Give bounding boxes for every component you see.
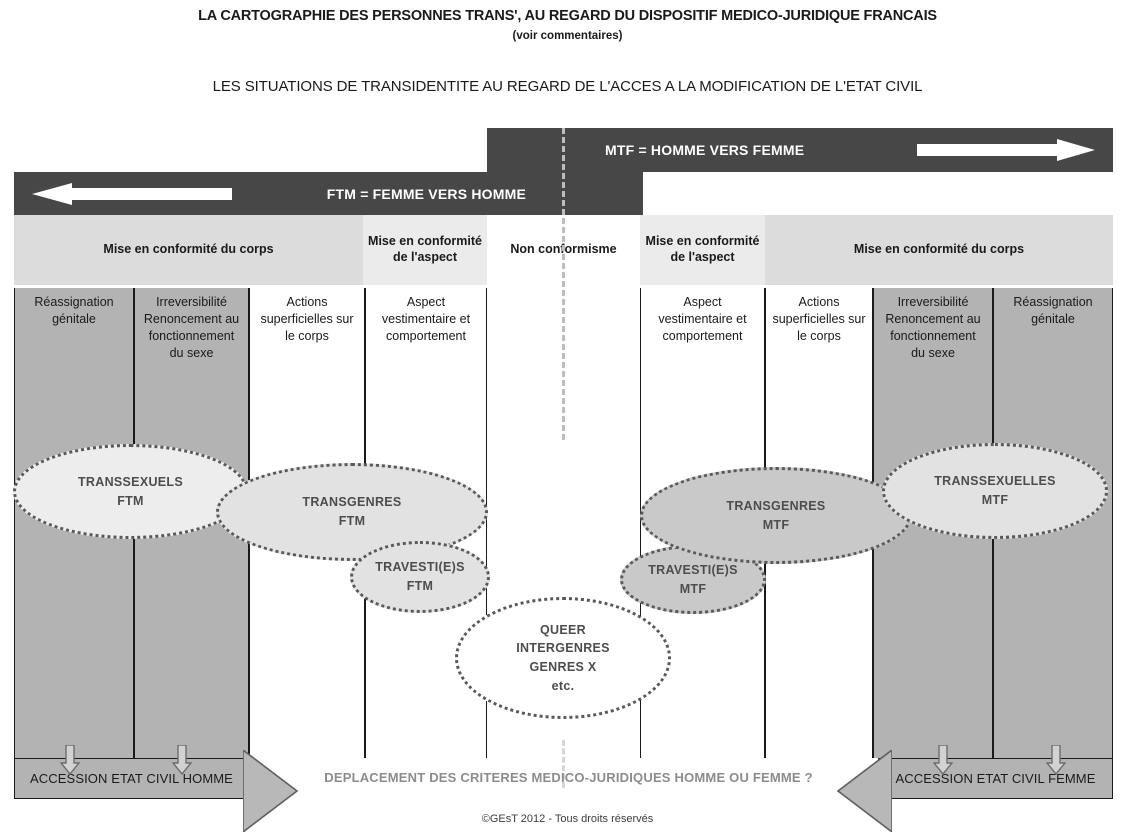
arrow-right-icon [917, 139, 1095, 161]
arrow-down-icon-ftm-1 [60, 745, 80, 775]
page-title: LA CARTOGRAPHIE DES PERSONNES TRANS', AU… [198, 8, 937, 24]
triangle-right-icon [243, 750, 299, 832]
category-band-body-mtf: Mise en conformité du corps [765, 215, 1113, 285]
section-title: LES SITUATIONS DE TRANSIDENTITE AU REGAR… [212, 78, 923, 95]
accession-etat-civil-homme: ACCESSION ETAT CIVIL HOMME [14, 758, 249, 799]
direction-bar-mtf-label: MTF = HOMME VERS FEMME [605, 142, 805, 158]
direction-bar-ftm-label: FTM = FEMME VERS HOMME [326, 186, 526, 202]
page-subtitle: (voir commentaires) [512, 30, 623, 42]
category-band-body-ftm: Mise en conformité du corps [14, 215, 363, 285]
direction-bar-ftm: FTM = FEMME VERS HOMME [14, 172, 643, 216]
triangle-left-icon [836, 750, 892, 832]
arrow-down-icon-mtf-2 [1046, 745, 1066, 775]
copyright-notice: ©GEsT 2012 - Tous droits réservés [481, 813, 654, 825]
category-band-aspect-ftm: Mise en conformité de l'aspect [363, 215, 487, 285]
direction-bar-mtf: MTF = HOMME VERS FEMME [487, 128, 1113, 172]
arrow-left-icon [32, 183, 232, 205]
center-axis-line-bottom [562, 740, 565, 788]
center-axis-line-top [562, 128, 565, 440]
accession-etat-civil-femme: ACCESSION ETAT CIVIL FEMME [878, 758, 1113, 799]
deplacement-criteres-label: DEPLACEMENT DES CRITERES MEDICO-JURIDIQU… [324, 770, 813, 785]
arrow-down-icon-mtf-1 [933, 745, 953, 775]
category-band-aspect-mtf: Mise en conformité de l'aspect [640, 215, 765, 285]
arrow-down-icon-ftm-2 [172, 745, 192, 775]
